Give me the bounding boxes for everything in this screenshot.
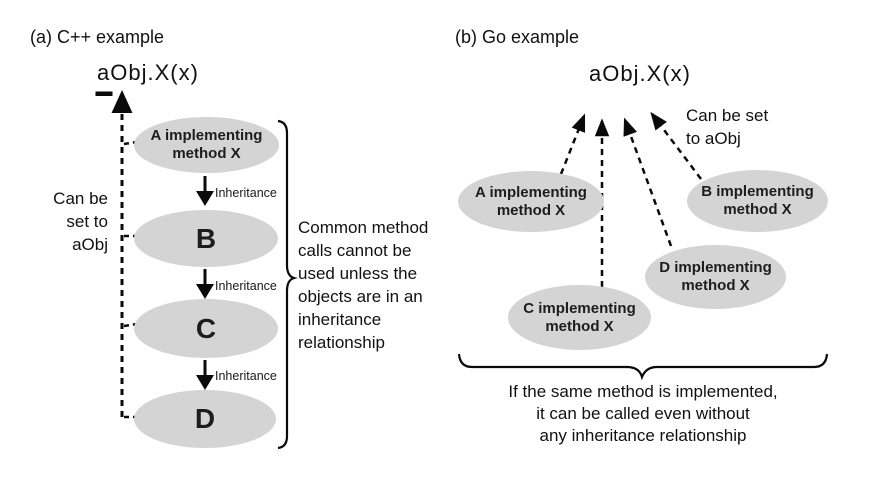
inheritance-label: Inheritance xyxy=(215,279,277,293)
type-node-c: C implementing method X xyxy=(508,285,651,350)
inheritance-arrow-icon xyxy=(196,176,214,206)
class-node-c: C xyxy=(134,299,278,358)
right-method-call-label: aObj.X(x) xyxy=(589,61,691,86)
left-annotation-text: Common method calls cannot be used unles… xyxy=(298,218,429,352)
type-node-a: A implementing method X xyxy=(458,171,604,232)
class-node-d: D xyxy=(134,390,276,448)
bottom-curly-brace xyxy=(457,353,829,381)
inheritance-label: Inheritance xyxy=(215,369,277,383)
dashed-line-from-d xyxy=(623,117,673,247)
dashed-line-from-a xyxy=(559,113,586,175)
class-node-a: A implementing method X xyxy=(134,117,279,173)
left-diagram-title: (a) C++ example xyxy=(30,27,165,47)
inheritance-arrow-icon xyxy=(196,360,214,390)
type-node-d: D implementing method X xyxy=(645,245,786,309)
underline-bar xyxy=(95,91,113,96)
up-arrow-icon xyxy=(111,90,133,113)
left-method-call-label: aObj.X(x) xyxy=(97,60,199,85)
type-node-b: B implementing method X xyxy=(687,170,828,232)
right-diagram-title: (b) Go example xyxy=(455,27,580,47)
left-can-be-set-label: Can be set to aObj xyxy=(53,189,108,254)
class-node-b: B xyxy=(134,210,278,267)
inheritance-arrow-icon xyxy=(196,269,214,299)
left-curly-brace xyxy=(277,119,298,450)
dashed-line-from-b xyxy=(650,111,702,180)
right-can-be-set-label: Can be set to aObj xyxy=(686,106,769,148)
right-caption-text: If the same method is implemented, it ca… xyxy=(508,382,778,445)
inheritance-label: Inheritance xyxy=(215,186,277,200)
